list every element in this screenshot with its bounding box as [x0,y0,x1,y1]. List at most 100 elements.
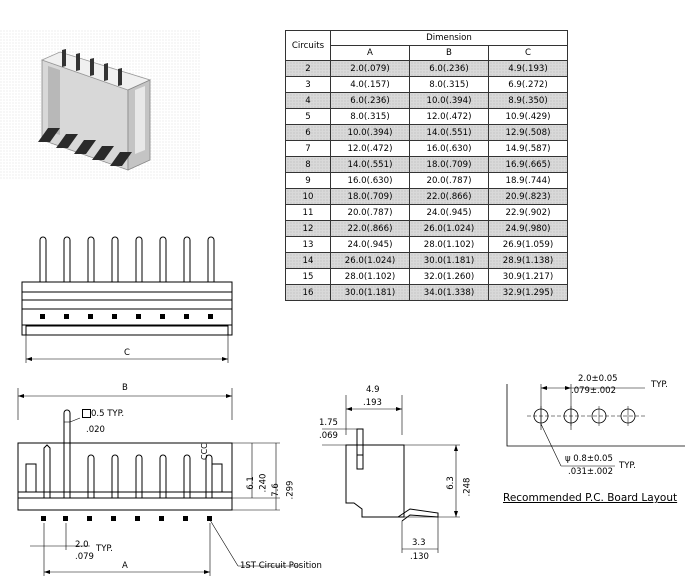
cell-b: 34.0(1.338) [409,284,489,301]
cell-a: 2.0(.079) [330,60,410,77]
side-depth-inch: .069 [319,431,338,441]
cell-a: 4.0(.157) [330,76,410,93]
cell-b: 12.0(.472) [409,108,489,125]
cell-circuits: 4 [285,92,331,109]
pin-size-inch: .020 [86,425,105,435]
cell-circuits: 16 [285,284,331,301]
front-view-drawing: CCC [17,388,300,576]
cell-a: 28.0(1.102) [330,268,410,285]
cell-c: 4.9(.193) [488,60,568,77]
pcb-hole-typ: TYP. [619,461,636,471]
top-view-drawing [21,236,233,363]
cell-c: 6.9(.272) [488,76,568,93]
dim-b-label: B [122,383,128,393]
cell-circuits: 10 [285,188,331,205]
side-bottom-mm: 3.3 [412,538,426,548]
cell-c: 18.9(.744) [488,172,568,189]
cell-a: 18.0(.709) [330,188,410,205]
cell-b: 22.0(.866) [409,188,489,205]
cell-circuits: 13 [285,236,331,253]
cell-a: 8.0(.315) [330,108,410,125]
cell-c: 22.9(.902) [488,204,568,221]
svg-text:CCC: CCC [200,443,209,460]
cell-c: 10.9(.429) [488,108,568,125]
pcb-layout-title: Recommended P.C. Board Layout [503,492,678,504]
connector-3d-image [0,30,200,180]
cell-circuits: 11 [285,204,331,221]
pitch-inch: .079 [75,552,94,562]
cell-a: 14.0(.551) [330,156,410,173]
cell-c: 20.9(.823) [488,188,568,205]
side-depth-mm: 1.75 [319,418,338,428]
cell-circuits: 15 [285,268,331,285]
dim-c-label: C [124,348,130,358]
cell-b: 18.0(.709) [409,156,489,173]
cell-circuits: 2 [285,60,331,77]
side-height-mm: 6.3 [445,476,456,490]
cell-a: 30.0(1.181) [330,284,410,301]
cell-circuits: 5 [285,108,331,125]
pin-size-mm: 0.5 [91,409,105,419]
pin-size-typ: TYP. [107,409,125,419]
height-7-6-inch: .299 [285,480,296,500]
cell-a: 6.0(.236) [330,92,410,109]
first-circuit-label: 1ST Circuit Position [240,561,322,571]
cell-a: 10.0(.394) [330,124,410,141]
pin-size-label: 0.5 TYP. [82,409,124,419]
cell-b: 10.0(.394) [409,92,489,109]
cell-a: 24.0(.945) [330,236,410,253]
cell-b: 20.0(.787) [409,172,489,189]
side-height-inch: .248 [462,477,473,497]
cell-b: 6.0(.236) [409,60,489,77]
cell-circuits: 14 [285,252,331,269]
height-6-1: 6.1 [245,476,256,490]
cell-circuits: 6 [285,124,331,141]
side-width-inch: .193 [363,398,382,408]
cell-circuits: 3 [285,76,331,93]
cell-c: 28.9(1.138) [488,252,568,269]
cell-a: 22.0(.866) [330,220,410,237]
cell-c: 14.9(.587) [488,140,568,157]
cell-b: 16.0(.630) [409,140,489,157]
cell-c: 16.9(.665) [488,156,568,173]
cell-a: 16.0(.630) [330,172,410,189]
cell-circuits: 8 [285,156,331,173]
cell-c: 8.9(.350) [488,92,568,109]
pcb-pitch-typ: TYP. [651,380,668,390]
height-6-1-inch: .240 [258,473,269,493]
pitch-mm: 2.0 [75,540,89,550]
cell-b: 30.0(1.181) [409,252,489,269]
pcb-pitch-inch: .079±.002 [571,386,616,396]
cell-a: 12.0(.472) [330,140,410,157]
dim-a-label: A [122,561,128,571]
cell-c: 12.9(.508) [488,124,568,141]
side-width-mm: 4.9 [366,385,380,395]
side-view-drawing [322,395,460,553]
cell-b: 8.0(.315) [409,76,489,93]
cell-b: 26.0(1.024) [409,220,489,237]
header-c: C [488,45,568,61]
pcb-hole-inch: .031±.002 [568,467,613,477]
cell-b: 24.0(.945) [409,204,489,221]
cell-c: 32.9(1.295) [488,284,568,301]
header-b: B [409,45,489,61]
cell-c: 30.9(1.217) [488,268,568,285]
side-bottom-inch: .130 [410,552,429,562]
pcb-layout-drawing [506,384,685,467]
pcb-hole-mm: ψ 0.8±0.05 [565,454,613,464]
cell-circuits: 7 [285,140,331,157]
